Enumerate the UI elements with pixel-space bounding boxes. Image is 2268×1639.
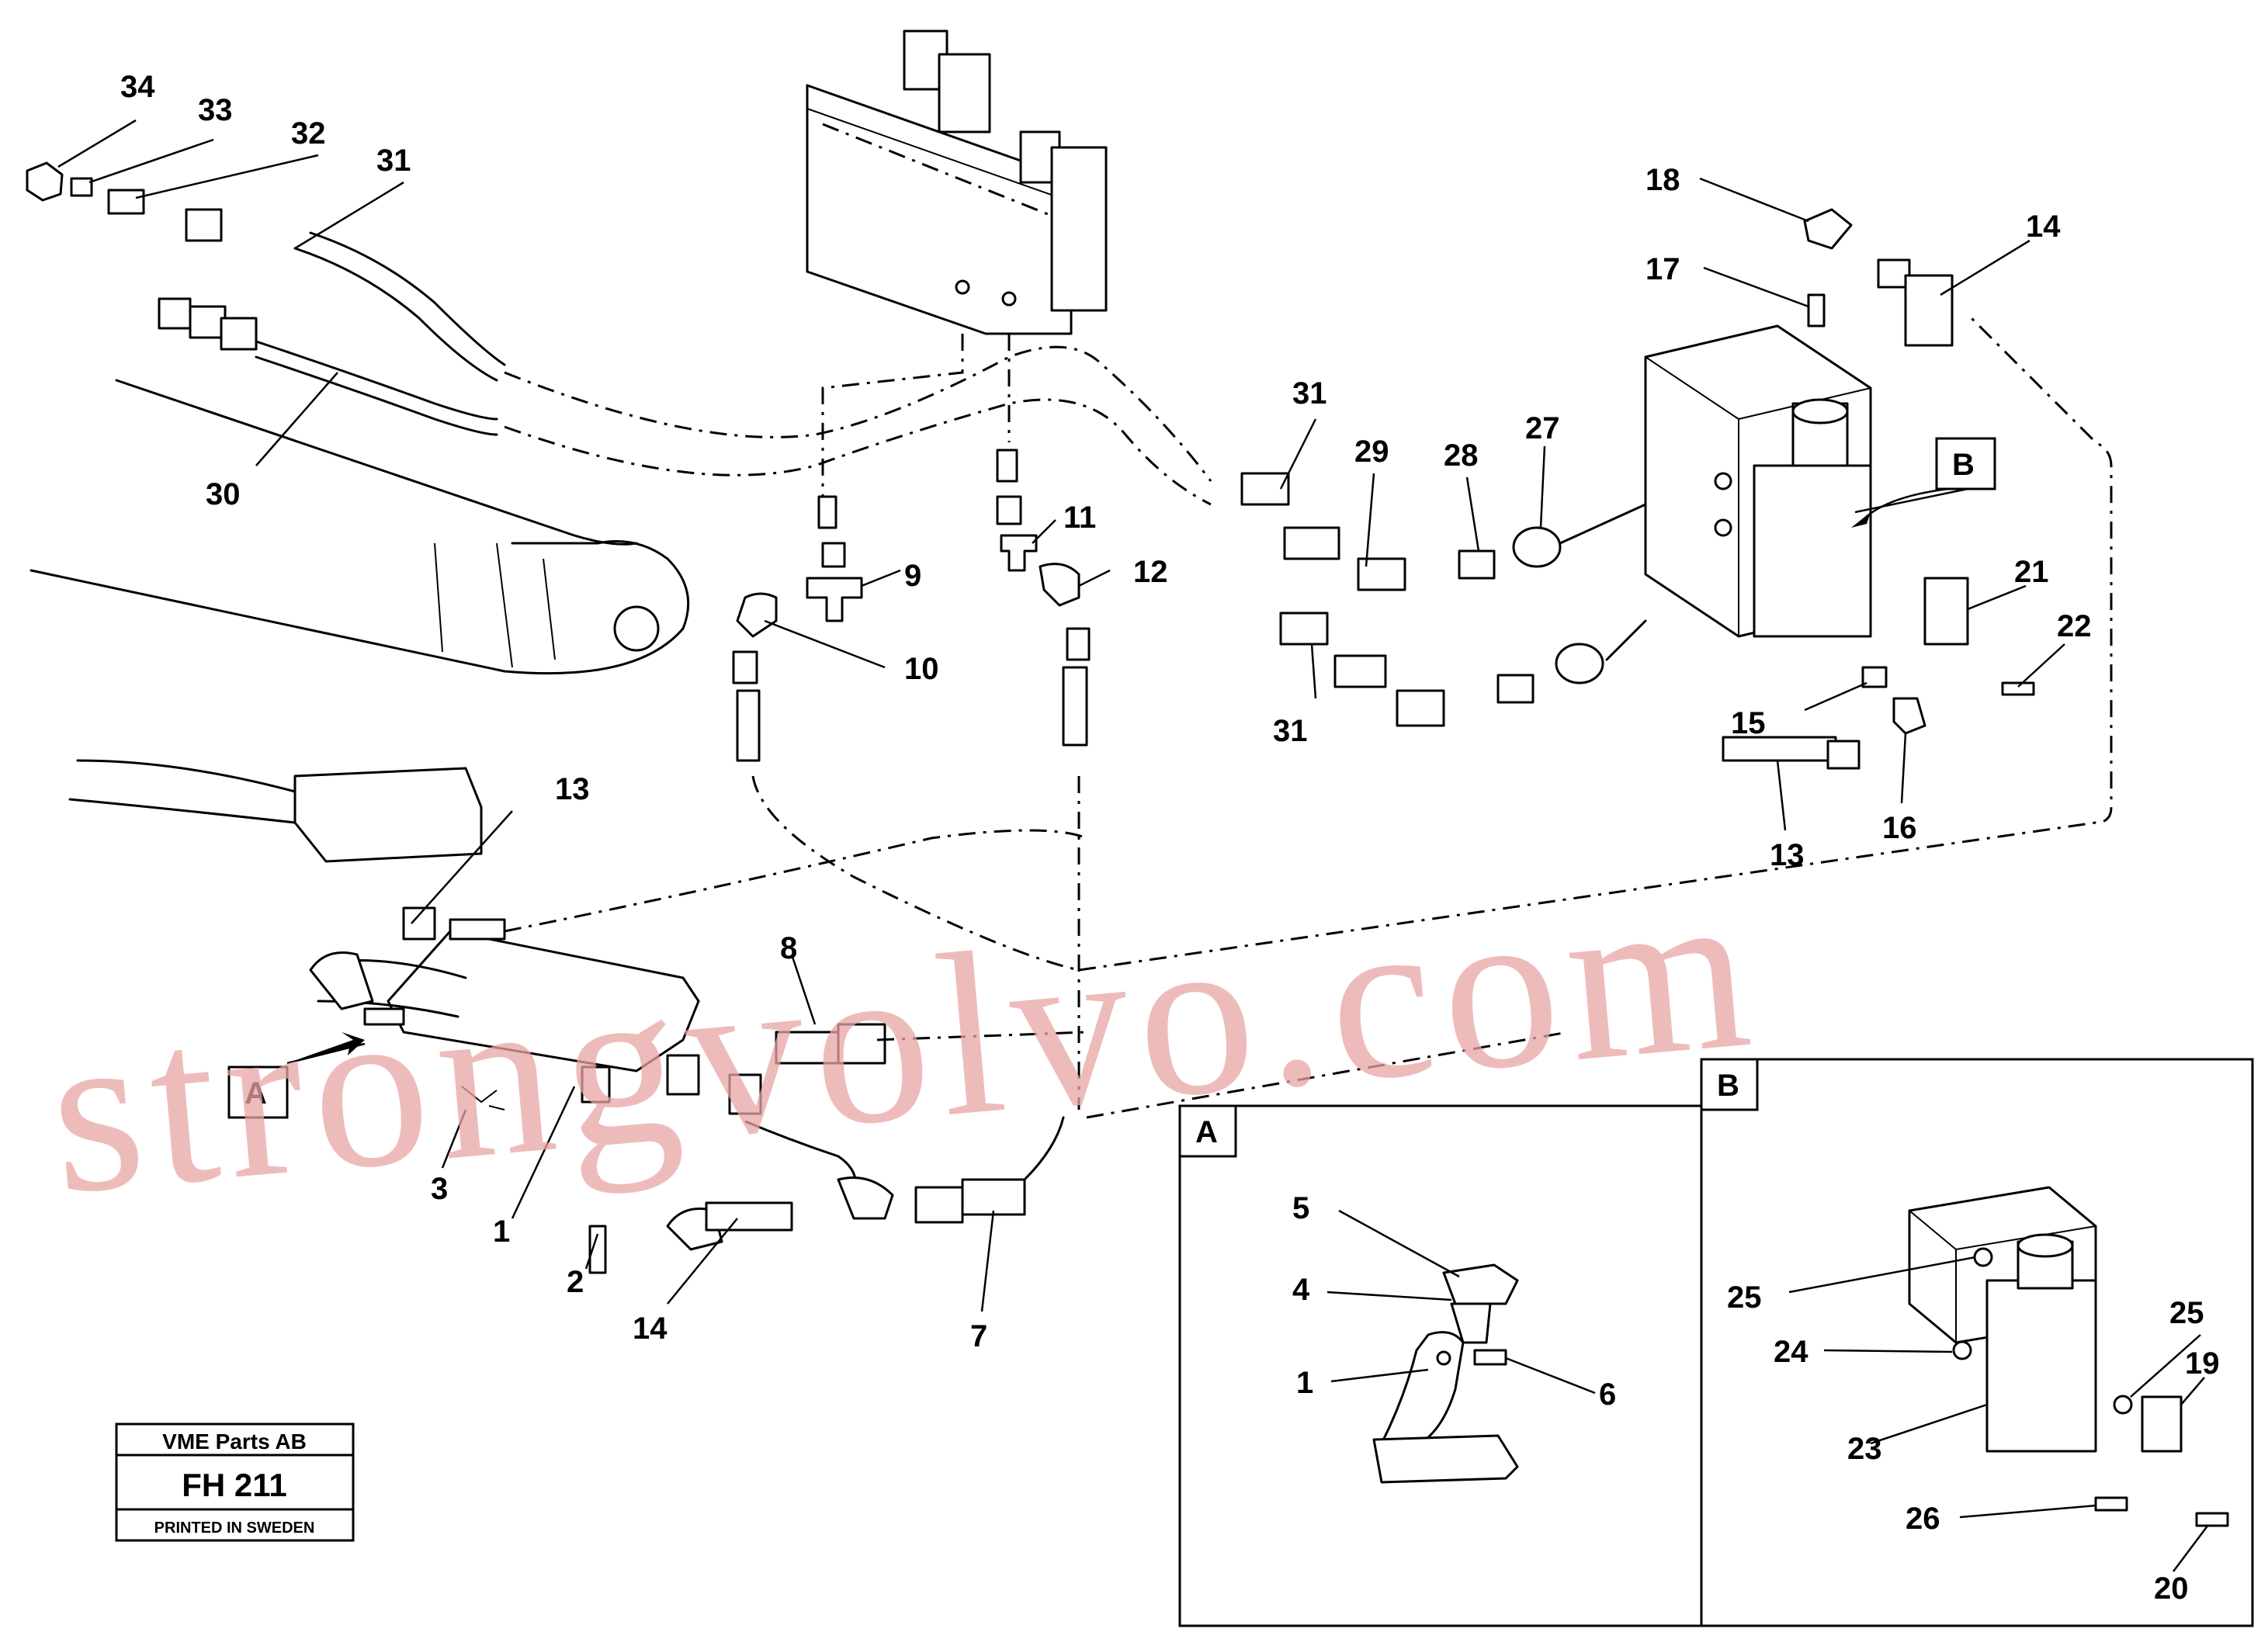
callout-21: 21 <box>2014 555 2049 589</box>
callout-22: 22 <box>2057 609 2092 643</box>
callout-1: 1 <box>493 1215 510 1249</box>
callout-14b: 14 <box>633 1312 668 1346</box>
callout-5: 5 <box>1292 1191 1309 1225</box>
callout-18: 18 <box>1646 163 1680 197</box>
leader-lines <box>57 119 2065 1312</box>
callout-31: 31 <box>376 144 411 178</box>
callout-29: 29 <box>1354 435 1389 469</box>
callout-31c: 31 <box>1273 714 1308 748</box>
callout-15: 15 <box>1731 706 1766 740</box>
detail-view-b: B 25 24 23 26 25 19 20 <box>1700 1058 2254 1627</box>
callout-25b: 25 <box>2169 1296 2204 1330</box>
callout-8: 8 <box>780 931 797 965</box>
callout-33: 33 <box>198 93 233 127</box>
callout-34: 34 <box>120 70 155 104</box>
callout-17: 17 <box>1646 252 1680 286</box>
callout-19: 19 <box>2185 1346 2220 1381</box>
watermark: strongvolvo.com <box>40 837 1767 1243</box>
callout-16: 16 <box>1882 811 1917 845</box>
title-block: VME Parts AB FH 211 PRINTED IN SWEDEN <box>115 1422 355 1542</box>
centre-fittings <box>732 449 1091 762</box>
callout-4: 4 <box>1292 1273 1310 1307</box>
callout-31b: 31 <box>1292 376 1327 411</box>
callout-27: 27 <box>1525 411 1560 445</box>
callout-labels: 34 33 32 31 30 9 10 11 12 31 29 28 27 31… <box>120 70 2092 1353</box>
title-block-company: VME Parts AB <box>162 1429 307 1454</box>
callout-26: 26 <box>1906 1502 1940 1536</box>
detail-a-label: A <box>1195 1115 1218 1149</box>
hose-assemblies-top <box>26 161 1212 506</box>
callout-7: 7 <box>970 1319 987 1353</box>
detail-view-a: A 5 4 1 6 <box>1178 1104 1703 1627</box>
callout-32: 32 <box>291 116 326 151</box>
view-b-marker-label: B <box>1952 448 1975 482</box>
detail-b-label: B <box>1717 1069 1739 1103</box>
callout-23: 23 <box>1847 1432 1882 1466</box>
callout-13: 13 <box>1770 838 1805 872</box>
callout-12: 12 <box>1133 555 1168 589</box>
title-block-printed: PRINTED IN SWEDEN <box>154 1519 315 1537</box>
pilot-valve-assembly <box>1240 208 2035 770</box>
callout-9: 9 <box>904 559 921 593</box>
callout-2: 2 <box>567 1265 584 1299</box>
title-block-code: FH 211 <box>182 1467 286 1503</box>
boom-arm <box>29 379 690 675</box>
callout-30: 30 <box>206 477 241 511</box>
pedal-assembly <box>68 759 1087 1274</box>
callout-24: 24 <box>1774 1335 1809 1369</box>
callout-1b: 1 <box>1296 1366 1313 1400</box>
view-a-marker: A <box>227 1032 365 1119</box>
hydraulic-circuit-lines <box>751 317 2113 1119</box>
view-a-marker-label: A <box>244 1076 267 1111</box>
callout-6: 6 <box>1599 1377 1616 1412</box>
callout-14: 14 <box>2026 210 2061 244</box>
callout-11: 11 <box>1063 501 1096 535</box>
callout-3: 3 <box>431 1172 448 1206</box>
callout-28: 28 <box>1444 438 1479 473</box>
callout-25: 25 <box>1727 1280 1762 1315</box>
view-b-marker: B <box>1851 437 1996 528</box>
control-valve-block <box>806 29 1108 335</box>
callout-20: 20 <box>2154 1571 2189 1606</box>
callout-10: 10 <box>904 652 939 686</box>
callout-13b: 13 <box>555 772 590 806</box>
